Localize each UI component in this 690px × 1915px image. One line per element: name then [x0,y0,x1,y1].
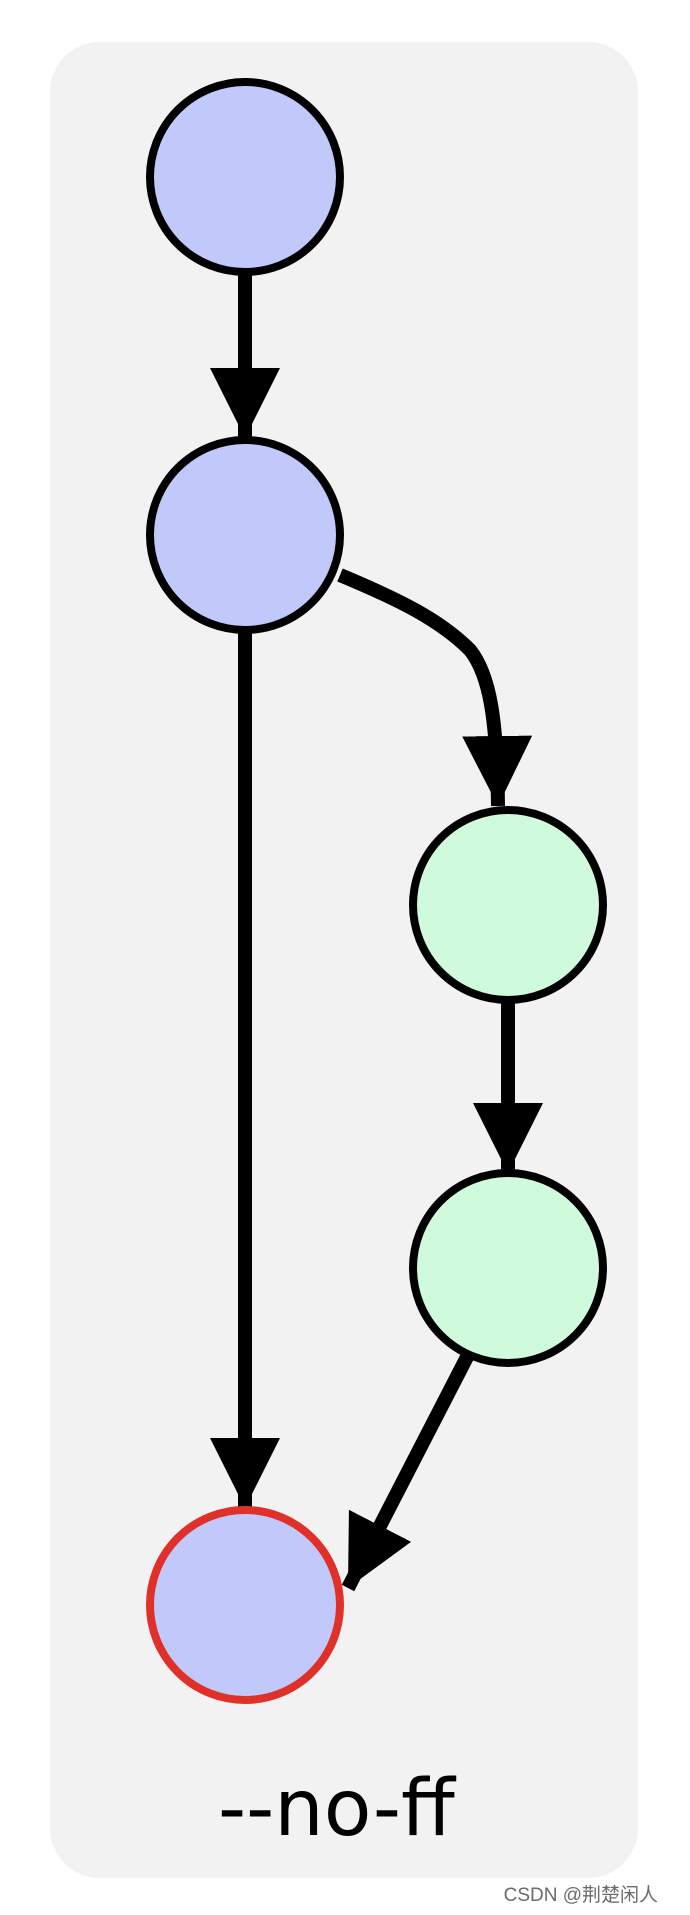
edge-main2-to-feature1 [337,568,533,807]
commit-node-main-2 [146,436,344,634]
commit-node-feature-2 [409,1169,607,1367]
commit-node-merge [146,1506,344,1704]
edge-feature2-to-merge [341,1353,474,1592]
diagram-caption: --no-ff [218,1764,457,1854]
commit-node-feature-1 [409,806,607,1004]
commit-node-main-1 [146,78,344,276]
watermark: CSDN @荆楚闲人 [503,1885,658,1906]
